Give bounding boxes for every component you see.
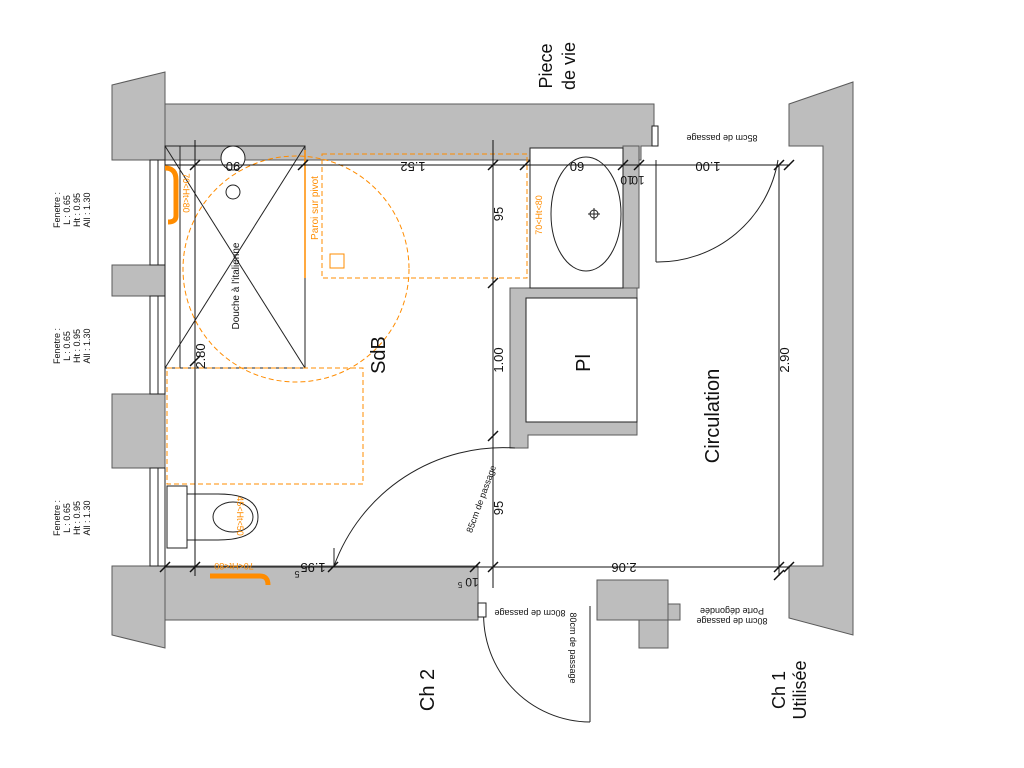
- svg-text:Ht : 0.95: Ht : 0.95: [72, 329, 82, 363]
- wc-seat: [212, 501, 254, 533]
- window-label-1: Fenetre : L : 0.65 Ht : 0.95 All : 1.30: [52, 192, 92, 228]
- door-top-swing: [655, 159, 779, 263]
- svg-text:2.90: 2.90: [777, 347, 792, 372]
- svg-text:10: 10: [465, 575, 479, 589]
- svg-text:5: 5: [294, 569, 299, 579]
- door-ch2-label: 80cm de passage: [494, 608, 565, 618]
- svg-text:60: 60: [570, 159, 584, 174]
- windows-frames: [149, 159, 166, 567]
- svg-text:Fenetre :: Fenetre :: [52, 500, 62, 536]
- grab-floor-label: 70<Ht<80: [214, 561, 254, 571]
- room-label-pl: Pl: [573, 354, 595, 372]
- svg-text:1.00: 1.00: [695, 159, 720, 174]
- svg-text:2.06: 2.06: [611, 560, 636, 575]
- svg-text:1.52: 1.52: [400, 159, 425, 174]
- bottom-pier-3: [667, 603, 681, 621]
- turning-circle: [182, 155, 410, 383]
- shower-grab-bar: [164, 165, 179, 225]
- pivot-marker: [329, 253, 345, 269]
- bottom-pier-4: [638, 619, 669, 649]
- room-label-piece-de-vie-1: Piece: [536, 43, 556, 88]
- door-sdb-swing: [333, 447, 516, 567]
- door-ch1-label-1: 80cm de passage: [696, 616, 767, 626]
- left-pier-1: [111, 264, 166, 297]
- bathroom-clear-zone: [166, 367, 364, 485]
- door-top-label: 85cm de passage: [686, 133, 757, 143]
- svg-text:L : 0.65: L : 0.65: [62, 331, 72, 361]
- doors: [333, 125, 779, 723]
- svg-text:All : 1.30: All : 1.30: [82, 328, 92, 363]
- room-label-piece-de-vie-2: de vie: [559, 42, 579, 90]
- bottom-wall: [164, 565, 479, 621]
- room-label-circulation: Circulation: [702, 369, 724, 463]
- left-pier-2: [111, 393, 166, 469]
- svg-text:Ht : 0.95: Ht : 0.95: [72, 193, 82, 227]
- svg-text:5: 5: [457, 580, 462, 589]
- grab-shower-label: 70<Ht<80: [181, 173, 191, 213]
- svg-text:90: 90: [226, 159, 240, 174]
- window-label-3: Fenetre : L : 0.65 Ht : 0.95 All : 1.30: [52, 500, 92, 536]
- svg-text:Fenetre :: Fenetre :: [52, 328, 62, 364]
- room-label-ch2: Ch 2: [417, 669, 439, 711]
- door-ch1-label-2: Porte dégondée: [700, 606, 764, 616]
- svg-text:95: 95: [491, 501, 506, 515]
- svg-text:95: 95: [491, 207, 506, 221]
- door-ch2-swing: [483, 605, 591, 723]
- svg-text:1.95: 1.95: [300, 560, 325, 575]
- grab-basin-label: 70<Ht<80: [534, 195, 544, 235]
- svg-text:10: 10: [620, 173, 634, 187]
- svg-text:All : 1.30: All : 1.30: [82, 192, 92, 227]
- floor-grab-bar: [210, 573, 271, 586]
- shaft-interior: [525, 297, 638, 423]
- wc-tank: [166, 485, 188, 549]
- svg-text:All : 1.30: All : 1.30: [82, 500, 92, 535]
- dimension-lines: [165, 140, 790, 588]
- left-wall-bottom: [111, 565, 166, 649]
- svg-text:1.00: 1.00: [491, 347, 506, 372]
- door-ch2-label-side: 80cm de passage: [568, 612, 578, 683]
- window-label-2: Fenetre : L : 0.65 Ht : 0.95 All : 1.30: [52, 328, 92, 364]
- svg-text:2.80: 2.80: [193, 343, 208, 368]
- dimension-texts: 90 1.52 60 10 10 1.00 95 1.00 95 2.80 2.…: [193, 159, 792, 589]
- svg-text:Fenetre :: Fenetre :: [52, 192, 62, 228]
- right-wall: [788, 81, 854, 636]
- left-wall-top: [111, 71, 166, 161]
- svg-text:10: 10: [631, 173, 645, 187]
- room-label-ch1-1: Ch 1: [769, 671, 789, 709]
- basin: [550, 156, 622, 272]
- pivot-label: Paroi sur pivot: [310, 176, 321, 240]
- grab-wc-label: 45<Ht<50: [235, 496, 245, 536]
- room-label-ch1-2: Utilisée: [790, 660, 810, 719]
- svg-text:L : 0.65: L : 0.65: [62, 503, 72, 533]
- dimension-ticks: [159, 159, 795, 581]
- wc-bowl: [186, 493, 259, 541]
- room-label-sdb: SdB: [368, 336, 390, 374]
- svg-text:Ht : 0.95: Ht : 0.95: [72, 501, 82, 535]
- basin-clear-zone: [321, 153, 528, 279]
- bottom-pier-2: [596, 579, 669, 621]
- shower-label: Douche à l'italienne: [231, 242, 242, 329]
- svg-text:L : 0.65: L : 0.65: [62, 195, 72, 225]
